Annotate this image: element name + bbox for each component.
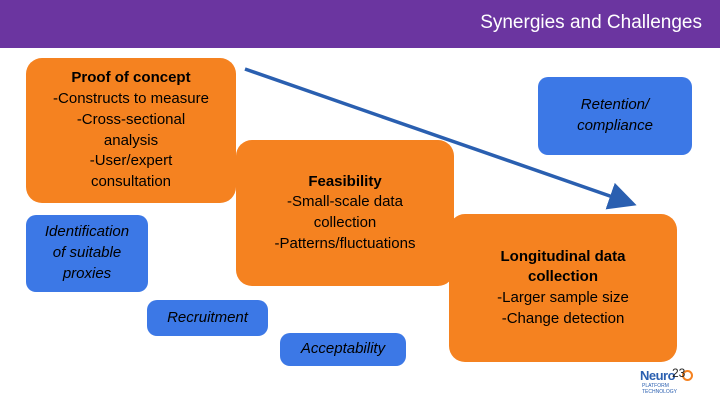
recruitment-box: Recruitment xyxy=(147,300,268,336)
proof-line: -Cross-sectional xyxy=(76,110,186,128)
acceptability-label: Acceptability xyxy=(300,340,386,358)
feasibility-line: -Small-scale data xyxy=(287,193,403,211)
logo-sub-line: PLATFORM xyxy=(642,383,669,389)
longitudinal-box: Longitudinal data collection -Larger sam… xyxy=(449,214,677,362)
longitudinal-line: -Change detection xyxy=(501,309,625,327)
proof-of-concept-box: Proof of concept -Constructs to measure … xyxy=(26,58,236,203)
proof-line: -User/expert xyxy=(89,152,173,170)
feasibility-box: Feasibility -Small-scale data collection… xyxy=(236,140,454,286)
logo-circle-icon xyxy=(682,370,693,381)
retention-line: Retention/ xyxy=(580,96,650,114)
slide-title: Synergies and Challenges xyxy=(480,12,702,33)
logo-sub-line: TECHNOLOGY xyxy=(642,388,678,395)
retention-box: Retention/ compliance xyxy=(538,77,692,155)
identification-box: Identification of suitable proxies xyxy=(26,215,148,292)
acceptability-box: Acceptability xyxy=(280,333,406,366)
logo-subtext: PLATFORM TECHNOLOGY xyxy=(642,383,678,396)
recruitment-label: Recruitment xyxy=(167,308,248,326)
neuro-logo: Neuro PLATFORM TECHNOLOGY xyxy=(640,366,696,400)
proof-line: -Constructs to measure xyxy=(53,90,209,108)
feasibility-line: collection xyxy=(313,214,377,231)
proof-of-concept-title: Proof of concept xyxy=(71,69,191,87)
identification-line: proxies xyxy=(62,264,112,282)
longitudinal-line: -Larger sample size xyxy=(497,289,629,306)
identification-line: of suitable xyxy=(52,244,122,262)
feasibility-title: Feasibility xyxy=(308,172,382,190)
retention-line: compliance xyxy=(577,117,653,134)
feasibility-line: -Patterns/fluctuations xyxy=(274,234,416,252)
logo-word: Neuro xyxy=(640,368,676,383)
longitudinal-title: collection xyxy=(527,268,598,286)
title-bar: Synergies and Challenges xyxy=(0,0,720,48)
proof-line: analysis xyxy=(103,131,159,149)
longitudinal-title: Longitudinal data xyxy=(500,247,626,265)
page-number: 23 xyxy=(672,366,686,380)
proof-line: consultation xyxy=(90,172,172,190)
identification-line: Identification xyxy=(44,223,130,241)
